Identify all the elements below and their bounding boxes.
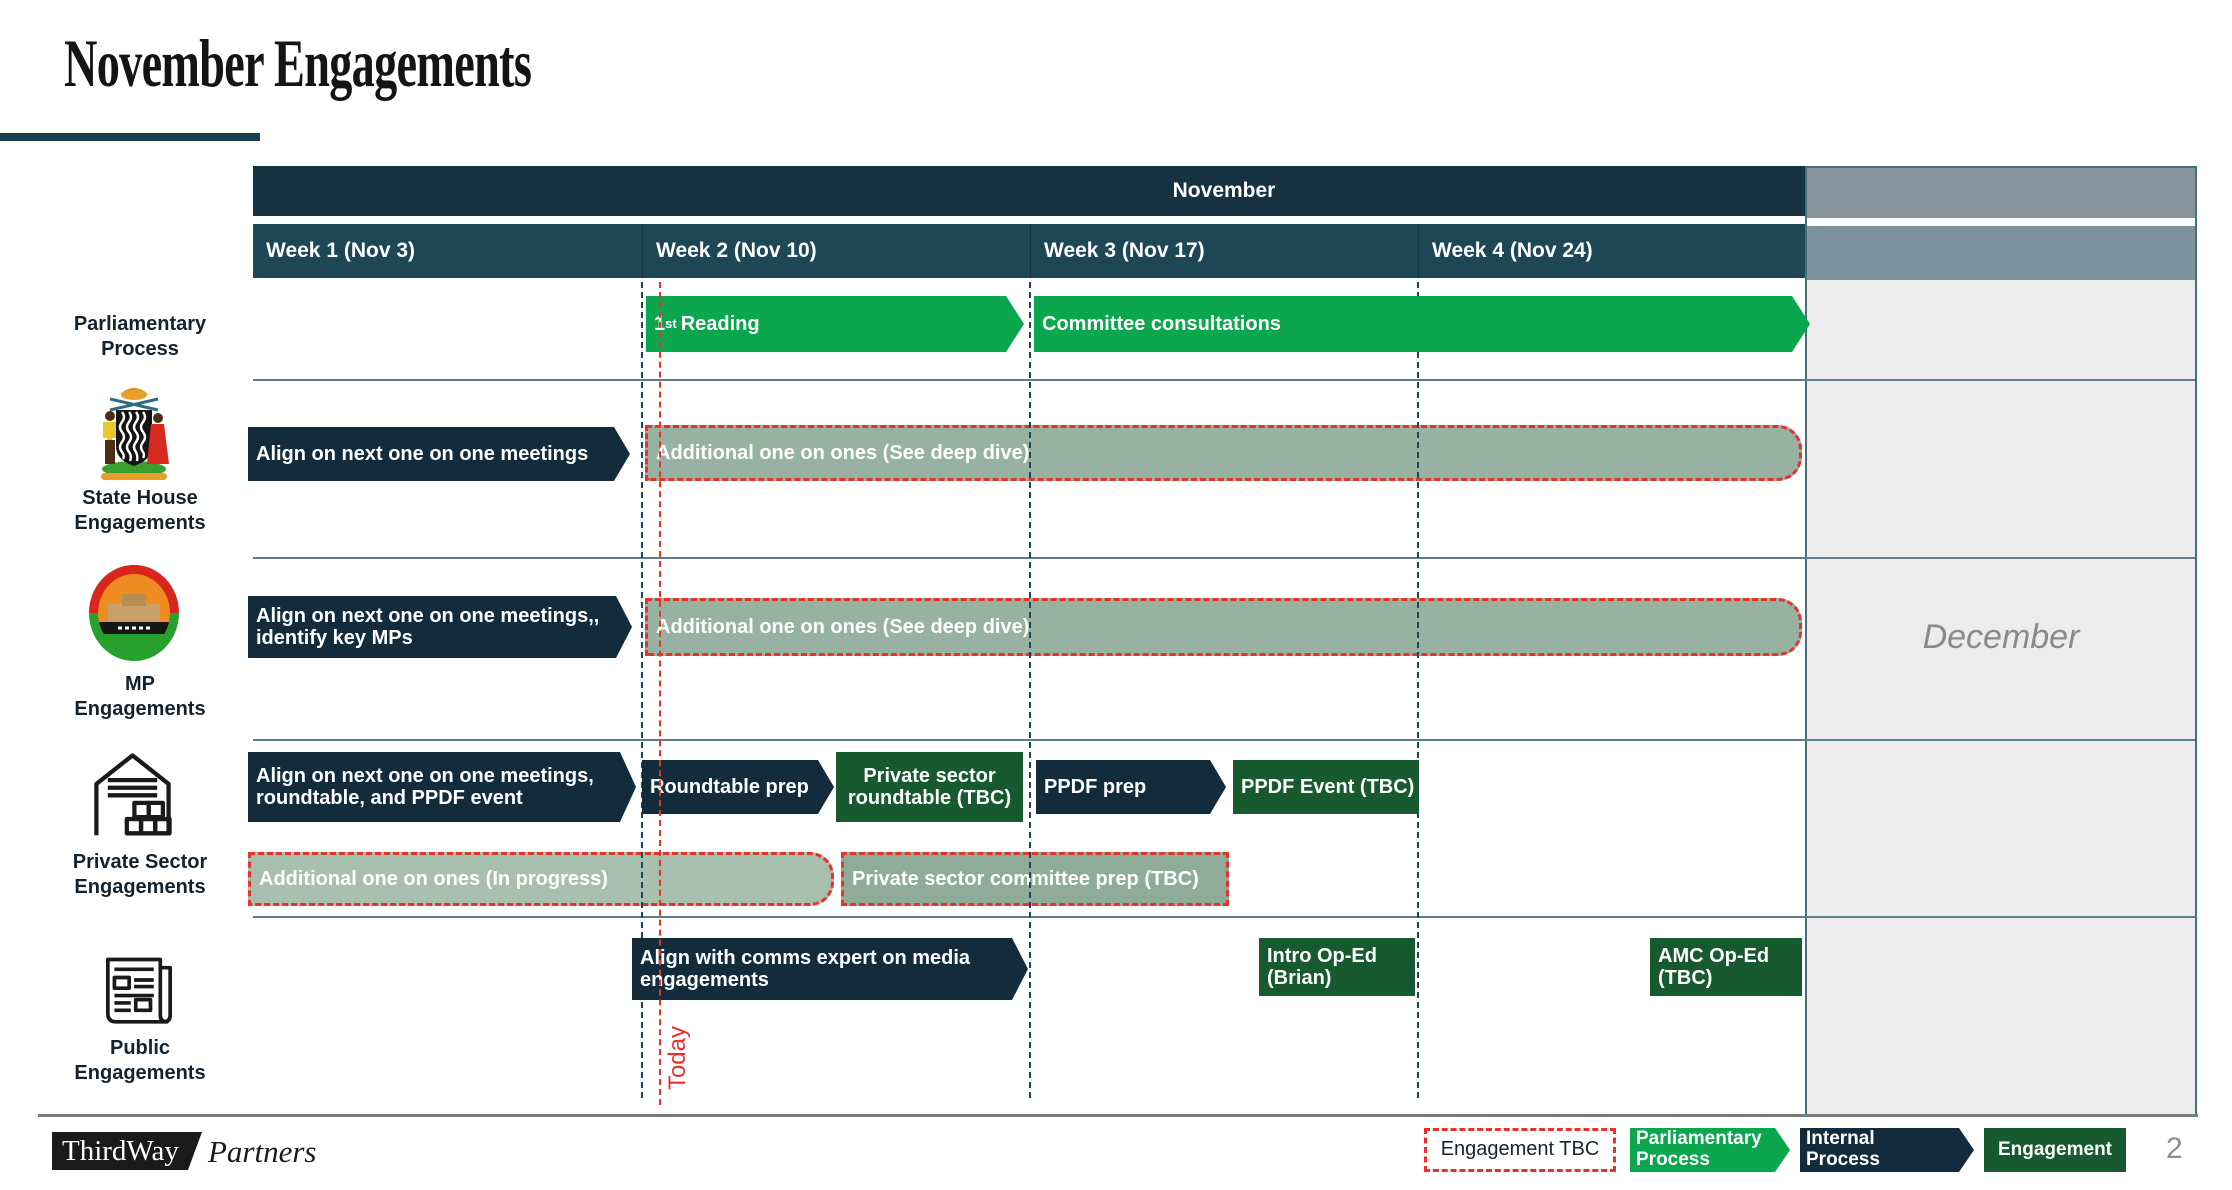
bar-intro-oped: Intro Op-Ed (Brian): [1259, 938, 1415, 996]
first-reading-text: Reading: [680, 312, 760, 335]
today-marker-line: [659, 282, 661, 1105]
legend-internal-process: Internal Process: [1800, 1128, 1974, 1172]
week-2-header: Week 2 (Nov 10): [642, 224, 1030, 278]
page-number: 2: [2166, 1132, 2183, 1165]
legend-parliamentary-process: Parliamentary Process: [1630, 1128, 1790, 1172]
week-1-header: Week 1 (Nov 3): [266, 239, 415, 262]
bar-ppdf-event: PPDF Event (TBC): [1233, 760, 1419, 814]
week-4-header: Week 4 (Nov 24): [1418, 224, 1805, 278]
row-separator: [253, 379, 2195, 381]
month-header-label: November: [1172, 179, 1276, 202]
row-label-mp: MP Engagements: [74, 673, 206, 720]
warehouse-icon: [85, 744, 180, 844]
bar-ppdf-prep: PPDF prep: [1036, 760, 1226, 814]
today-label: Today: [664, 1026, 691, 1091]
newspaper-icon: [98, 946, 180, 1037]
national-assembly-seal-icon: [88, 564, 180, 667]
row-label-private-sector: Private Sector Engagements: [72, 851, 208, 898]
week-header-row: Week 1 (Nov 3) Week 2 (Nov 10) Week 3 (N…: [253, 224, 1805, 278]
december-column: [1805, 166, 2197, 1117]
row-label-parliamentary-process: Parliamentary Process: [73, 313, 207, 360]
december-header-cell-bottom: [1807, 226, 2195, 280]
row-label-state-house: State House Engagements: [74, 487, 206, 534]
bar-mp-additional-one-on-ones: Additional one on ones (See deep dive): [645, 598, 1802, 656]
thirdway-logo-text: ThirdWay: [62, 1134, 179, 1167]
bar-private-sector-roundtable: Private sector roundtable (TBC): [836, 752, 1023, 822]
row-separator: [253, 739, 2195, 741]
week-boundary-line: [641, 282, 643, 1098]
bar-committee-consultations: Committee consultations: [1034, 296, 1810, 352]
partners-logo-text: Partners: [208, 1134, 317, 1169]
bar-ps-committee-prep: Private sector committee prep (TBC): [841, 852, 1229, 906]
week-3-header: Week 3 (Nov 17): [1030, 224, 1418, 278]
december-label: December: [1922, 618, 2080, 656]
legend-engagement-tbc: Engagement TBC: [1424, 1128, 1616, 1172]
bar-roundtable-prep: Roundtable prep: [642, 760, 834, 814]
row-label-public: Public Engagements: [74, 1037, 206, 1084]
bar-mp-align-identify: Align on next one on one meetings,, iden…: [248, 596, 632, 658]
bar-sh-align-one-on-one: Align on next one on one meetings: [248, 427, 630, 481]
thirdway-logo: ThirdWay: [52, 1132, 202, 1170]
bar-sh-additional-one-on-ones: Additional one on ones (See deep dive): [645, 425, 1802, 481]
page-title: November Engagements: [64, 25, 532, 101]
row-separator: [253, 916, 2195, 918]
footer-divider-line: [38, 1114, 2198, 1117]
bar-amc-oped: AMC Op-Ed (TBC): [1650, 938, 1802, 996]
bar-ps-additional-in-progress: Additional one on ones (In progress): [248, 852, 834, 906]
december-header-cell-top: [1807, 168, 2195, 218]
bar-comms-expert-align: Align with comms expert on media engagem…: [632, 938, 1028, 1000]
title-underline: [0, 133, 260, 141]
week-boundary-line: [1029, 282, 1031, 1098]
bar-ps-align-roundtable-ppdf: Align on next one on one meetings, round…: [248, 752, 636, 822]
december-column-body: [1807, 280, 2195, 1117]
week-boundary-line: [1417, 282, 1419, 1098]
row-separator: [253, 557, 2195, 559]
legend-engagement: Engagement: [1984, 1128, 2126, 1172]
zambia-coat-of-arms-icon: [88, 382, 180, 487]
